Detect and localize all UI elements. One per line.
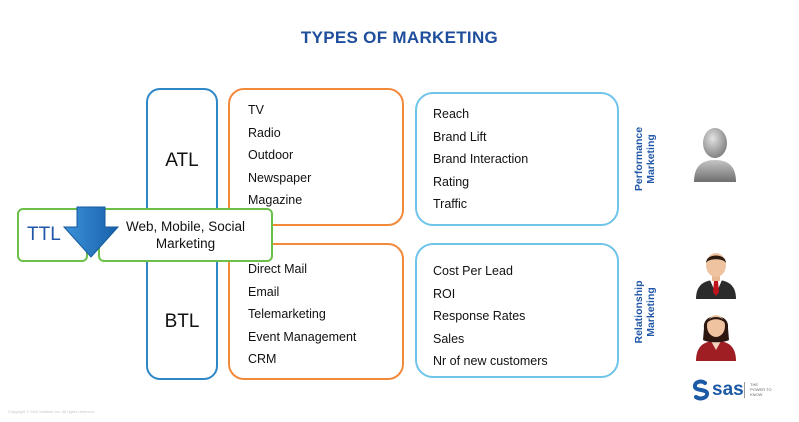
btl-channels-box: Direct Mail Email Telemarketing Event Ma… (228, 243, 404, 380)
list-item: Event Management (248, 329, 357, 344)
copyright-footer: Copyright © SAS Institute Inc. All right… (8, 409, 95, 414)
generic-person-icon (694, 128, 736, 182)
atl-box: ATL (146, 88, 218, 226)
list-item: Cost Per Lead (433, 264, 513, 278)
list-item: Email (248, 284, 280, 299)
list-item: Newspaper (248, 170, 312, 185)
list-item: ROI (433, 286, 456, 301)
ttl-channels-text: Web, Mobile, Social Marketing (125, 219, 246, 251)
performance-marketing-label: Performance Marketing (633, 126, 657, 192)
list-item: Sales (433, 331, 465, 346)
list-item: Telemarketing (248, 307, 326, 321)
atl-metrics-box: Reach Brand Lift Brand Interaction Ratin… (415, 92, 619, 226)
btl-metrics-box: Cost Per Lead ROI Response Rates Sales N… (415, 243, 619, 378)
list-item: Response Rates (433, 309, 526, 323)
btl-metrics-list: Cost Per Lead ROI Response Rates Sales N… (433, 260, 548, 373)
btl-label: BTL (164, 311, 200, 332)
sas-logo-text: sas (712, 379, 744, 400)
logo-divider (744, 382, 745, 398)
relationship-marketing-label: Relationship Marketing (633, 280, 657, 344)
diagram-title: TYPES OF MARKETING (300, 28, 499, 47)
ttl-channels-box: Web, Mobile, Social Marketing (98, 208, 273, 262)
down-arrow-icon (62, 206, 120, 258)
list-item: Brand Interaction (433, 152, 529, 166)
atl-metrics-list: Reach Brand Lift Brand Interaction Ratin… (433, 103, 528, 216)
sas-logo-tagline: THE POWER TO KNOW (750, 382, 772, 397)
list-item: Outdoor (248, 148, 294, 162)
sas-logo-icon (692, 379, 710, 401)
list-item: Direct Mail (248, 262, 308, 276)
atl-channels-list: TV Radio Outdoor Newspaper Magazine (248, 99, 311, 212)
list-item: Nr of new customers (433, 354, 548, 368)
btl-channels-list: Direct Mail Email Telemarketing Event Ma… (248, 258, 356, 371)
list-item: CRM (248, 352, 277, 366)
ttl-label: TTL (27, 224, 61, 245)
list-item: Magazine (248, 193, 303, 207)
list-item: TV (248, 103, 264, 117)
list-item: Rating (433, 174, 470, 189)
list-item: Traffic (433, 197, 468, 211)
atl-label: ATL (165, 150, 199, 171)
businesswoman-icon (696, 315, 736, 361)
atl-channels-box: TV Radio Outdoor Newspaper Magazine (228, 88, 404, 226)
list-item: Reach (433, 107, 470, 121)
list-item: Radio (248, 125, 281, 140)
btl-box: BTL (146, 243, 218, 380)
list-item: Brand Lift (433, 129, 487, 144)
businessman-icon (696, 253, 736, 299)
